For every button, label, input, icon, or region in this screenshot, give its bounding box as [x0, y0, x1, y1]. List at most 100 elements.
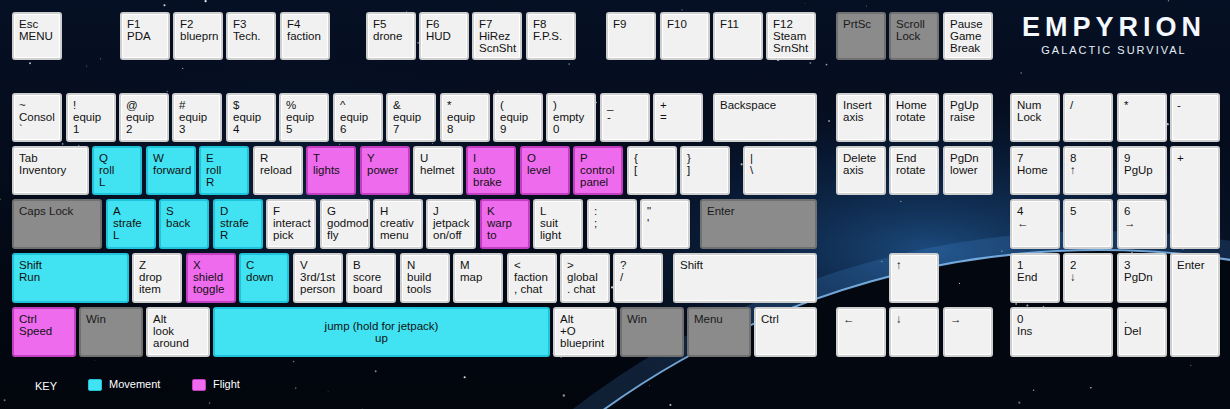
key-label: Run [19, 271, 122, 283]
key-label: F3 [233, 18, 269, 30]
key-label: Y [367, 152, 403, 164]
keyboard-key: Pcontrolpanel [573, 146, 623, 195]
key-label: * [1124, 99, 1160, 111]
key-label: F10 [667, 18, 703, 30]
keyboard-key: Zdropitem [132, 253, 182, 303]
key-label: PgDn [950, 152, 986, 164]
key-label: Menu [694, 313, 744, 325]
keyboard-key: #equip3 [172, 93, 222, 142]
star [94, 359, 96, 361]
keyboard-key: %equip5 [279, 93, 329, 142]
key-label: item [139, 283, 175, 295]
key-label: F8 [533, 18, 569, 30]
star [375, 370, 377, 372]
key-label: Delete [843, 152, 879, 164]
keyboard-key: Mmap [453, 253, 503, 303]
keyboard-key: )empty0 [546, 93, 596, 142]
key-label: look [153, 325, 203, 337]
keyboard-key: PgUpraise [943, 93, 993, 142]
key-label: H [380, 205, 416, 217]
key-label: F4 [287, 18, 323, 30]
key-label: . [1124, 313, 1160, 325]
keyboard-key: F10 [660, 12, 710, 60]
key-label: ' [647, 217, 683, 229]
key-label: Backspace [720, 99, 810, 111]
key-label: ? [620, 259, 656, 271]
keyboard-key: ?/ [613, 253, 663, 303]
key-label: [ [634, 164, 670, 176]
key-label: → [1124, 217, 1160, 229]
key-label: ← [843, 313, 879, 325]
keyboard-key: * [1117, 93, 1167, 142]
key-label: ↓ [896, 313, 932, 325]
key-label: blueprn [180, 30, 216, 42]
star [881, 261, 882, 262]
keyboard-key: ErollR [199, 146, 249, 195]
star [1033, 389, 1035, 391]
star [669, 404, 671, 406]
star [4, 399, 6, 401]
key-label: F7 [479, 18, 515, 30]
star [649, 385, 651, 387]
keyboard-key: Sback [159, 199, 209, 249]
star [295, 387, 296, 388]
keyboard-key: Enter [700, 199, 817, 249]
key-label: V [300, 259, 336, 271]
key-label: down [246, 271, 282, 283]
key-label: board [353, 283, 389, 295]
star [464, 376, 466, 378]
legend-text: Flight [213, 378, 240, 391]
keyboard-key: Win [620, 307, 684, 357]
key-label: Ctrl [19, 313, 69, 325]
key-label: strafe [220, 217, 256, 229]
key-label: L [540, 205, 576, 217]
key-label: Del [1124, 325, 1160, 337]
star [826, 64, 828, 66]
keyboard-key: Kwarpto [480, 199, 530, 249]
key-label: F5 [373, 18, 409, 30]
star [1190, 365, 1191, 366]
key-label: 5 [1070, 205, 1106, 217]
legend-heading: KEY [35, 380, 57, 393]
key-label: ~ [19, 99, 55, 111]
key-label: } [687, 152, 723, 164]
star [209, 402, 211, 404]
key-label: Speed [19, 325, 69, 337]
logo-subtitle: GALACTIC SURVIVAL [1006, 44, 1222, 57]
key-label: suit [540, 217, 576, 229]
keyboard-key: 5 [1063, 199, 1113, 249]
key-label: F1 [127, 18, 163, 30]
key-label: ] [687, 164, 723, 176]
key-label: R [220, 229, 256, 241]
key-label: Ins [1017, 325, 1106, 337]
key-label: helmet [420, 164, 456, 176]
keyboard-key: AstrafeL [106, 199, 156, 249]
star [86, 65, 88, 67]
keyboard-key: Endrotate [889, 146, 939, 195]
key-label: score [353, 271, 389, 283]
key-label: End [896, 152, 932, 164]
key-label: Consol [19, 111, 55, 123]
keyboard-key: F8F.P.S. [526, 12, 576, 60]
keyboard-key: Hcreativmenu [373, 199, 423, 249]
keyboard-key: → [943, 307, 993, 357]
key-label: T [313, 152, 349, 164]
keyboard-key: :; [587, 199, 637, 249]
key-label: 4 [1017, 205, 1053, 217]
keyboard-key: 7Home [1010, 146, 1060, 195]
key-label: 6 [340, 123, 376, 135]
keyboard-key: Menu [687, 307, 751, 357]
key-label: PrtSc [843, 18, 879, 30]
key-label: power [367, 164, 403, 176]
legend-swatch [88, 379, 102, 391]
keyboard-key: }] [680, 146, 730, 195]
keyboard-key: |\ [743, 146, 817, 195]
key-label: equip [73, 111, 109, 123]
keyboard-key: ShiftRun [12, 253, 129, 303]
key-label: 5 [286, 123, 322, 135]
key-label: Lock [896, 30, 932, 42]
key-label: person [300, 283, 336, 295]
star [866, 5, 867, 6]
key-label: Shift [19, 259, 122, 271]
key-label: B [353, 259, 389, 271]
